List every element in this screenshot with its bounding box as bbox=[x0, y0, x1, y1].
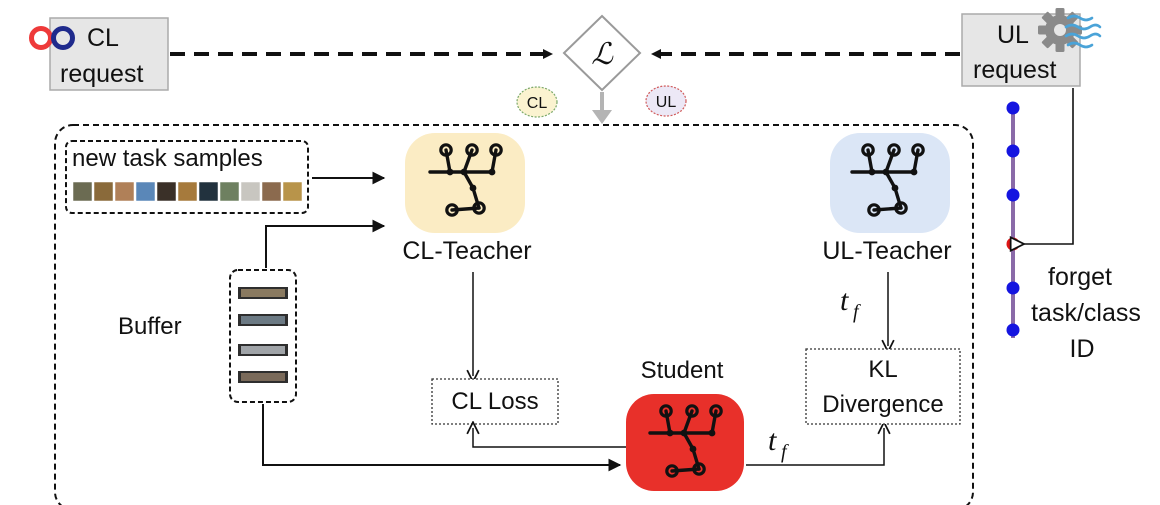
kl-line2: Divergence bbox=[822, 391, 943, 418]
timeline-dot-active bbox=[1006, 237, 1020, 251]
arrow-loss-down-head bbox=[592, 110, 612, 124]
new-task-samples-box: new task samples bbox=[65, 140, 309, 214]
arrow-student-to-kl bbox=[746, 428, 884, 466]
kl-divergence-frame bbox=[805, 348, 961, 425]
wave-icon bbox=[1064, 14, 1102, 49]
cl-teacher-background bbox=[405, 133, 525, 233]
buffer-thumbnails bbox=[238, 287, 288, 383]
tf-symbol: t bbox=[768, 424, 777, 457]
timeline-dot bbox=[1006, 281, 1020, 295]
cl-teacher-label: CL-Teacher bbox=[402, 237, 531, 265]
ul-teacher-node: UL-Teacher bbox=[822, 133, 952, 265]
tf-label-student: t f bbox=[768, 424, 789, 463]
ul-teacher-label: UL-Teacher bbox=[822, 237, 951, 265]
ul-teacher-background bbox=[830, 133, 950, 233]
gear-icon bbox=[1038, 8, 1082, 52]
buffer-label: Buffer bbox=[118, 313, 182, 340]
ul-badge: UL bbox=[645, 85, 687, 117]
loss-diamond-shape bbox=[562, 14, 642, 92]
timeline-dots bbox=[1006, 101, 1020, 337]
new-task-samples-label: new task samples bbox=[72, 145, 263, 172]
cl-loss-frame bbox=[431, 378, 559, 425]
ul-request-line1: UL bbox=[997, 21, 1029, 49]
tf-subscript: f bbox=[781, 441, 789, 463]
forget-line1: forget bbox=[1048, 263, 1112, 291]
student-label: Student bbox=[641, 357, 724, 384]
ul-request-line2: request bbox=[973, 56, 1056, 84]
buffer-frame bbox=[229, 269, 297, 403]
forget-label: forget task/class ID bbox=[1031, 263, 1141, 363]
loss-symbol: ℒ bbox=[591, 38, 614, 71]
infinity-icon bbox=[29, 26, 75, 50]
ul-badge-label: UL bbox=[656, 94, 677, 111]
student-node bbox=[626, 394, 744, 491]
timeline-dot bbox=[1006, 188, 1020, 202]
arrow-buffer-to-cl-teacher bbox=[265, 219, 386, 268]
sample-thumbnails bbox=[72, 181, 303, 202]
cl-request-line2: request bbox=[60, 60, 143, 88]
arrow-buffer-to-student bbox=[262, 404, 622, 472]
loss-diamond: ℒ bbox=[562, 14, 642, 92]
cl-teacher-node: CL-Teacher bbox=[402, 133, 532, 265]
cl-badge: CL bbox=[516, 86, 558, 118]
arrow-student-to-cl-loss bbox=[473, 428, 628, 448]
forget-line2: task/class bbox=[1031, 299, 1141, 327]
buffer-box bbox=[229, 269, 297, 403]
tf-subscript: f bbox=[853, 301, 861, 323]
tf-symbol: t bbox=[840, 284, 849, 317]
cl-badge-label: CL bbox=[527, 95, 548, 112]
forget-line3: ID bbox=[1070, 335, 1095, 363]
cl-request-box: CL request bbox=[49, 17, 169, 91]
timeline-dot bbox=[1006, 323, 1020, 337]
cl-request-line1: CL bbox=[87, 24, 119, 52]
kl-line1: KL bbox=[868, 356, 897, 383]
kl-divergence-box: KL Divergence bbox=[805, 348, 961, 425]
timeline-dot bbox=[1006, 101, 1020, 115]
timeline-dot bbox=[1006, 144, 1020, 158]
main-container bbox=[54, 124, 974, 505]
arrow-ul-request-to-timeline bbox=[1024, 88, 1074, 244]
cl-loss-label: CL Loss bbox=[451, 388, 538, 415]
tf-label-ul-teacher: t f bbox=[840, 284, 861, 323]
cl-loss-box: CL Loss bbox=[431, 378, 559, 425]
student-background bbox=[626, 394, 744, 491]
